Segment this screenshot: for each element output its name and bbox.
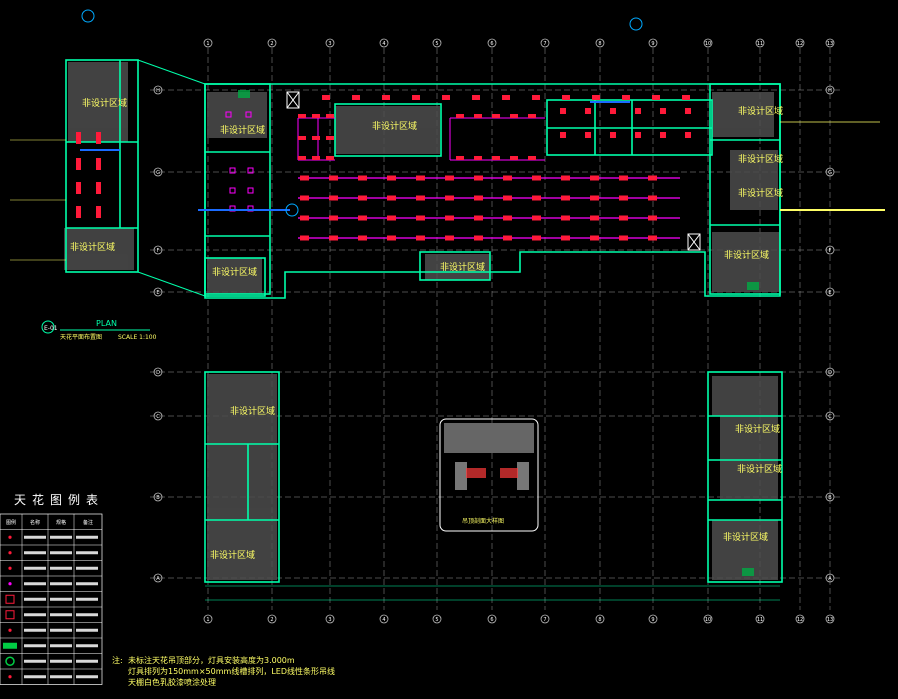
grid-column-label: 5: [435, 617, 438, 623]
plain-icon: [8, 675, 12, 679]
svg-text:非设计区域: 非设计区域: [724, 249, 769, 261]
svg-text:天花图例表: 天花图例表: [14, 492, 104, 507]
grid-row-label: F: [829, 248, 832, 254]
grid-row-label: B: [828, 495, 832, 501]
grid-column-label: 3: [328, 41, 331, 47]
grid-column-label: 5: [435, 41, 438, 47]
grid-row-label: E: [828, 290, 831, 296]
drawing-notes: 注: 未标注天花吊顶部分，灯具安装高度为3.000m 灯具排列为150mm×50…: [112, 655, 335, 687]
return-vent-icon: [8, 628, 12, 632]
grid-row-label: E: [156, 290, 159, 296]
grid-column-label: 7: [543, 41, 546, 47]
legend-header: 名称: [30, 519, 40, 526]
ceiling-legend-table: 天花图例表 图例 名称 规格 备注: [0, 492, 104, 685]
svg-text:非设计区域: 非设计区域: [723, 531, 768, 543]
non-design-zones: [64, 62, 780, 580]
zone-labels: 非设计区域 非设计区域 非设计区域 非设计区域 非设计区域 非设计区域 非设计区…: [70, 97, 783, 561]
svg-text:非设计区域: 非设计区域: [212, 266, 257, 278]
svg-text:吊顶剖面大样图: 吊顶剖面大样图: [462, 517, 504, 525]
grid-column-label: 4: [382, 617, 385, 623]
grid-column-label: 12: [797, 41, 803, 47]
grid-row-label: G: [156, 170, 160, 176]
green-panel-icon: [3, 642, 17, 649]
svg-text:非设计区域: 非设计区域: [372, 120, 417, 132]
grid-column-label: 2: [270, 41, 273, 47]
grid-column-label: 10: [705, 41, 711, 47]
grid-row-label: H: [828, 88, 832, 94]
svg-text:非设计区域: 非设计区域: [738, 187, 783, 199]
section-markers: [81, 9, 643, 217]
grid-row-label: F: [157, 248, 160, 254]
grid-row-label: C: [828, 414, 832, 420]
grid-column-label: 9: [651, 41, 654, 47]
grid-row-label: C: [156, 414, 160, 420]
svg-text:非设计区域: 非设计区域: [440, 261, 485, 273]
exhaust-fan-icon: [5, 594, 15, 604]
grid-column-label: 9: [651, 617, 654, 623]
grid-column-label: 2: [270, 617, 273, 623]
legend-header: 备注: [83, 519, 93, 526]
svg-text:非设计区域: 非设计区域: [735, 423, 780, 435]
linear-light-icon: [8, 582, 12, 586]
svg-text:天棚白色乳胶漆喷涂处理: 天棚白色乳胶漆喷涂处理: [128, 677, 216, 687]
lighting-fixtures: [10, 90, 885, 576]
grid-row-label: A: [156, 576, 160, 582]
air-vent-icon: [5, 610, 15, 620]
elevator-icon: [286, 91, 701, 251]
grid-column-label: 6: [490, 41, 493, 47]
grid-column-label: 11: [757, 617, 763, 623]
grid-row-label: G: [828, 170, 832, 176]
svg-text:非设计区域: 非设计区域: [738, 153, 783, 165]
svg-text:未标注天花吊顶部分，灯具安装高度为3.000m: 未标注天花吊顶部分，灯具安装高度为3.000m: [128, 655, 295, 665]
grid-row-label: H: [156, 88, 160, 94]
svg-text:非设计区域: 非设计区域: [737, 463, 782, 475]
sensor-ring-icon: [5, 656, 15, 666]
svg-text:非设计区域: 非设计区域: [220, 124, 265, 136]
grid-column-label: 6: [490, 617, 493, 623]
downlight-icon: [8, 551, 12, 555]
svg-text:非设计区域: 非设计区域: [70, 241, 115, 253]
grid-row-label: D: [156, 370, 160, 376]
grid-column-label: 8: [598, 617, 601, 623]
grid-column-label: 13: [827, 41, 833, 47]
grid-row-label: B: [156, 495, 160, 501]
svg-text:非设计区域: 非设计区域: [230, 405, 275, 417]
legend-header: 规格: [56, 519, 66, 526]
grid-column-label: 7: [543, 617, 546, 623]
square-light-icon: [8, 535, 12, 539]
grid-row-label: D: [828, 370, 832, 376]
svg-text:非设计区域: 非设计区域: [210, 549, 255, 561]
svg-text:E-01: E-01: [44, 325, 58, 332]
legend-header: 图例: [6, 519, 16, 526]
plan-title-block: E-01 PLAN 天花平面布置图 SCALE 1:100: [41, 319, 157, 341]
grid-column-label: 1: [206, 41, 209, 47]
grid-column-label: 10: [705, 617, 711, 623]
grid-column-label: 3: [328, 617, 331, 623]
detail-drawing: 吊顶剖面大样图: [439, 418, 539, 532]
grid-column-label: 11: [757, 41, 763, 47]
grid-row-label: A: [828, 576, 832, 582]
svg-text:非设计区域: 非设计区域: [738, 105, 783, 117]
grid-column-label: 12: [797, 617, 803, 623]
grid-column-label: 4: [382, 41, 385, 47]
grid-column-label: 1: [206, 617, 209, 623]
grid-column-label: 8: [598, 41, 601, 47]
svg-text:注:: 注:: [112, 655, 123, 665]
svg-text:灯具排列为150mm×50mm线槽排列，LED线性条形吊线: 灯具排列为150mm×50mm线槽排列，LED线性条形吊线: [128, 666, 335, 676]
svg-text:PLAN: PLAN: [96, 319, 117, 328]
spotlight-icon: [8, 566, 12, 570]
svg-text:非设计区域: 非设计区域: [82, 97, 127, 109]
svg-text:SCALE 1:100: SCALE 1:100: [118, 334, 157, 341]
grid-column-label: 13: [827, 617, 833, 623]
walls: [65, 59, 783, 583]
svg-text:天花平面布置图: 天花平面布置图: [60, 333, 102, 341]
